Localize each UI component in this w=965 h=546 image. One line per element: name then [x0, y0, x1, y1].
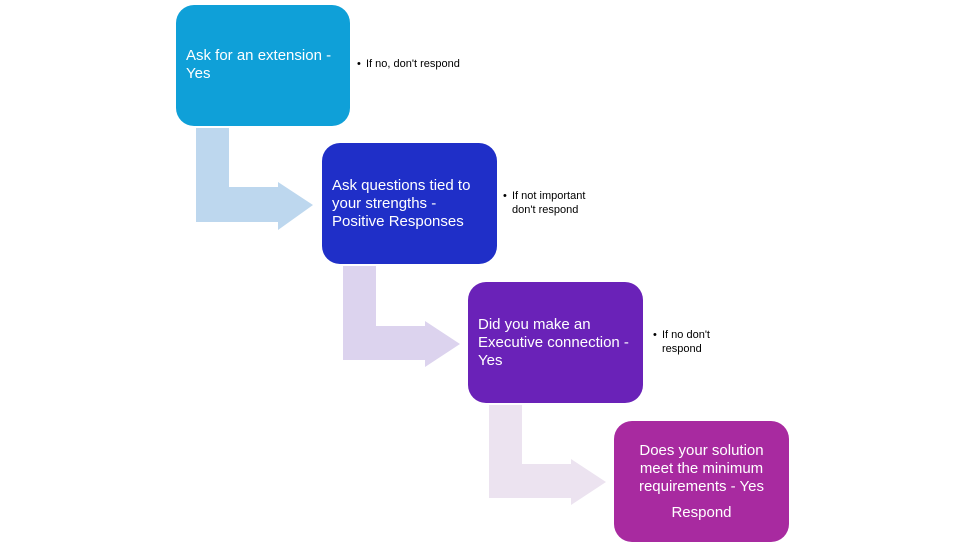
bullet-icon: •: [503, 190, 507, 202]
step-box-3: Did you make an Executive connection - Y…: [468, 282, 643, 403]
bent-arrow-2: [343, 266, 460, 367]
bullet-icon: •: [357, 58, 361, 70]
step-3-note: • If no don't respond: [653, 329, 710, 355]
step-2-note: • If not important don't respond: [503, 190, 586, 216]
step-4-subtext: Respond: [671, 504, 732, 521]
step-4-text: Does your solution meet the minimum requ…: [638, 442, 765, 495]
step-1-text: Ask for an extension - Yes: [186, 47, 332, 82]
step-box-4: Does your solution meet the minimum requ…: [614, 421, 789, 542]
step-box-1: Ask for an extension - Yes: [176, 5, 350, 126]
bent-arrow-1: [196, 128, 313, 230]
bent-arrow-3: [489, 405, 606, 505]
step-3-text: Did you make an Executive connection - Y…: [478, 316, 629, 369]
step-2-text: Ask questions tied to your strengths - P…: [332, 177, 471, 230]
step-box-2: Ask questions tied to your strengths - P…: [322, 143, 497, 264]
step-1-note: • If no, don't respond: [357, 58, 460, 70]
bullet-icon: •: [653, 329, 657, 341]
